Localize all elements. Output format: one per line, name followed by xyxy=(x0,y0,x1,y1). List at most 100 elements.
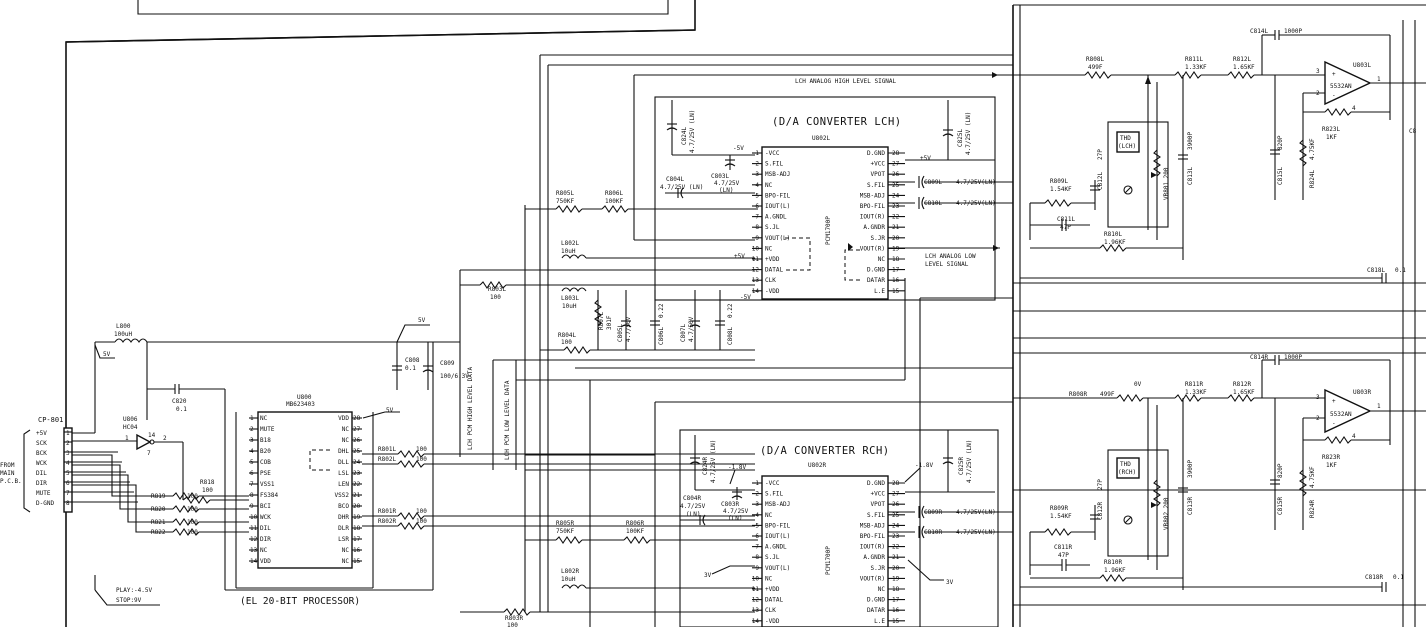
dac-pin-name: CLK xyxy=(765,607,776,614)
dac-pin-name: D.GND xyxy=(867,480,885,487)
svg-text:R824R: R824R xyxy=(1309,500,1316,518)
svg-text:R806L: R806L xyxy=(605,190,623,197)
lch-high-data-label: LCH PCM HIGH LEVEL DATA xyxy=(467,367,474,450)
dac-pin-number: 11 xyxy=(752,586,760,593)
svg-text:THD: THD xyxy=(1120,461,1131,468)
svg-text:100KF: 100KF xyxy=(605,198,623,205)
dac-pin-number: 4 xyxy=(755,512,759,519)
dac-pin-name: -VCC xyxy=(765,480,780,487)
middle-passives: R803L 100 R804L 100 L803L 10uH R805L 750… xyxy=(460,190,758,627)
svg-text:R811R: R811R xyxy=(1185,381,1203,388)
u800-pin-number: 7 xyxy=(250,481,254,488)
svg-text:1.33KF: 1.33KF xyxy=(1185,389,1207,396)
u800-pin-name: DIL xyxy=(260,525,271,532)
dac-pin-number: 11 xyxy=(752,256,760,263)
svg-text:(LCH): (LCH) xyxy=(1118,143,1136,150)
svg-text:-5V: -5V xyxy=(733,145,744,152)
svg-text:4.7/50V: 4.7/50V xyxy=(625,316,632,342)
dac-pin-name: VOUT(L) xyxy=(765,235,790,242)
dac-pin-number: 27 xyxy=(892,161,900,168)
output-resistor-ref: R801L xyxy=(378,446,396,453)
connector-pin-number: 2 xyxy=(66,440,70,447)
u800-pin-name: NC xyxy=(342,558,350,565)
dac-pin-number: 7 xyxy=(755,214,759,221)
u800-pin-name: NC xyxy=(342,437,350,444)
svg-text:1.54KF: 1.54KF xyxy=(1050,186,1072,193)
dac-pin-number: 15 xyxy=(892,618,900,625)
dac-pin-number: 17 xyxy=(892,597,900,604)
connector-pin-number: 1 xyxy=(66,430,70,437)
svg-text:R805L: R805L xyxy=(556,190,574,197)
dac-pin-name: NC xyxy=(878,256,886,263)
u800-pin-name: VDD xyxy=(260,558,271,565)
svg-text:100: 100 xyxy=(507,622,518,627)
u800-pin-name: NC xyxy=(342,547,350,554)
svg-text:VR801 200: VR801 200 xyxy=(1163,167,1170,200)
svg-text:4.7/25V (LN): 4.7/25V (LN) xyxy=(660,184,703,191)
c809-ref: C809 xyxy=(440,360,455,367)
dac-pin-name: NC xyxy=(765,182,773,189)
svg-text:C808L: C808L xyxy=(727,327,734,345)
svg-text:-: - xyxy=(1332,420,1336,427)
svg-text:1000P: 1000P xyxy=(1284,28,1302,35)
input-resistor-value: 100 xyxy=(187,493,198,500)
svg-text:C805L: C805L xyxy=(617,324,624,342)
u800-caption: (EL 20-BIT PROCESSOR) xyxy=(240,596,360,607)
svg-text:1.65KF: 1.65KF xyxy=(1233,389,1255,396)
output-resistor-ref: R802R xyxy=(378,518,396,525)
dac-pin-number: 14 xyxy=(752,288,760,295)
u800-pin-name: DIR xyxy=(260,536,271,543)
u800-pin-name: WCK xyxy=(260,514,271,521)
svg-text:4.7/25V (LN): 4.7/25V (LN) xyxy=(966,440,973,483)
u800-pin-number: 28 xyxy=(353,415,361,422)
svg-text:4.7/25V(LN): 4.7/25V(LN) xyxy=(956,179,996,186)
svg-text:3900P: 3900P xyxy=(1187,460,1194,478)
connector-cp801: CP-801 FROM MAIN P.C.B. 1+5V2SCK3BCK4WCK… xyxy=(0,416,138,513)
connector-pin-label: +5V xyxy=(36,430,47,437)
svg-text:C813R: C813R xyxy=(1187,497,1194,515)
svg-text:4: 4 xyxy=(1352,433,1356,440)
connector-pin-label: DIR xyxy=(36,480,47,487)
svg-text:5532AN: 5532AN xyxy=(1330,411,1352,418)
u800-pin-number: 13 xyxy=(250,547,258,554)
output-resistor-value: 100 xyxy=(416,518,427,525)
svg-text:27P: 27P xyxy=(1097,479,1104,490)
dac-pin-number: 15 xyxy=(892,288,900,295)
dac-pin-number: 21 xyxy=(892,224,900,231)
svg-text:R812L: R812L xyxy=(1233,56,1251,63)
filter-rch: C809R 4.7/25V(LN) C810R 4.7/25V(LN) R808… xyxy=(888,354,1426,592)
dac-pin-name: BPO-FIL xyxy=(860,533,886,540)
svg-text:R823R: R823R xyxy=(1322,454,1340,461)
svg-text:-1.8V: -1.8V xyxy=(728,464,746,471)
dac-pin-number: 6 xyxy=(755,203,759,210)
svg-text:1.33KF: 1.33KF xyxy=(1185,64,1207,71)
v5-label-a: 5V xyxy=(103,351,111,358)
u800-pin-name: COB xyxy=(260,459,271,466)
dac-pin-name: S.FIL xyxy=(867,512,885,519)
svg-text:4.7/25V(LN): 4.7/25V(LN) xyxy=(956,200,996,207)
svg-text:C814R: C814R xyxy=(1250,354,1268,361)
dac-pin-name: IOUT(L) xyxy=(765,533,790,540)
c808-ref: C808 xyxy=(405,357,420,364)
svg-text:C811L: C811L xyxy=(1057,216,1075,223)
svg-text:C813L: C813L xyxy=(1187,167,1194,185)
u800-pin-name: PSE xyxy=(260,470,271,477)
connector-pin-number: 7 xyxy=(66,490,70,497)
u806-ref: U806 xyxy=(123,416,138,423)
svg-text:499F: 499F xyxy=(1100,391,1115,398)
dac-rch-part: PCM1700P xyxy=(825,546,832,575)
svg-text:R824L: R824L xyxy=(1309,170,1316,188)
u800-ref: U800 xyxy=(297,394,312,401)
svg-text:1KF: 1KF xyxy=(1326,134,1337,141)
input-resistor-ref: R819 xyxy=(151,493,166,500)
dac-lch: (D/A CONVERTER LCH) U802L PCM1700P 1-VCC… xyxy=(633,72,1013,301)
u800-pin-number: 9 xyxy=(250,503,254,510)
svg-text:C803R: C803R xyxy=(721,501,739,508)
svg-text:C804L: C804L xyxy=(666,176,684,183)
dac-lch-ref: U802L xyxy=(812,135,830,142)
dac-pin-number: 4 xyxy=(755,182,759,189)
svg-text:C825L: C825L xyxy=(957,129,964,147)
dac-pin-name: CLK xyxy=(765,277,776,284)
dac-pin-number: 27 xyxy=(892,491,900,498)
power-network: L800 100uH 5V C820 0.1 C808 0.1 C809 100… xyxy=(72,317,469,606)
